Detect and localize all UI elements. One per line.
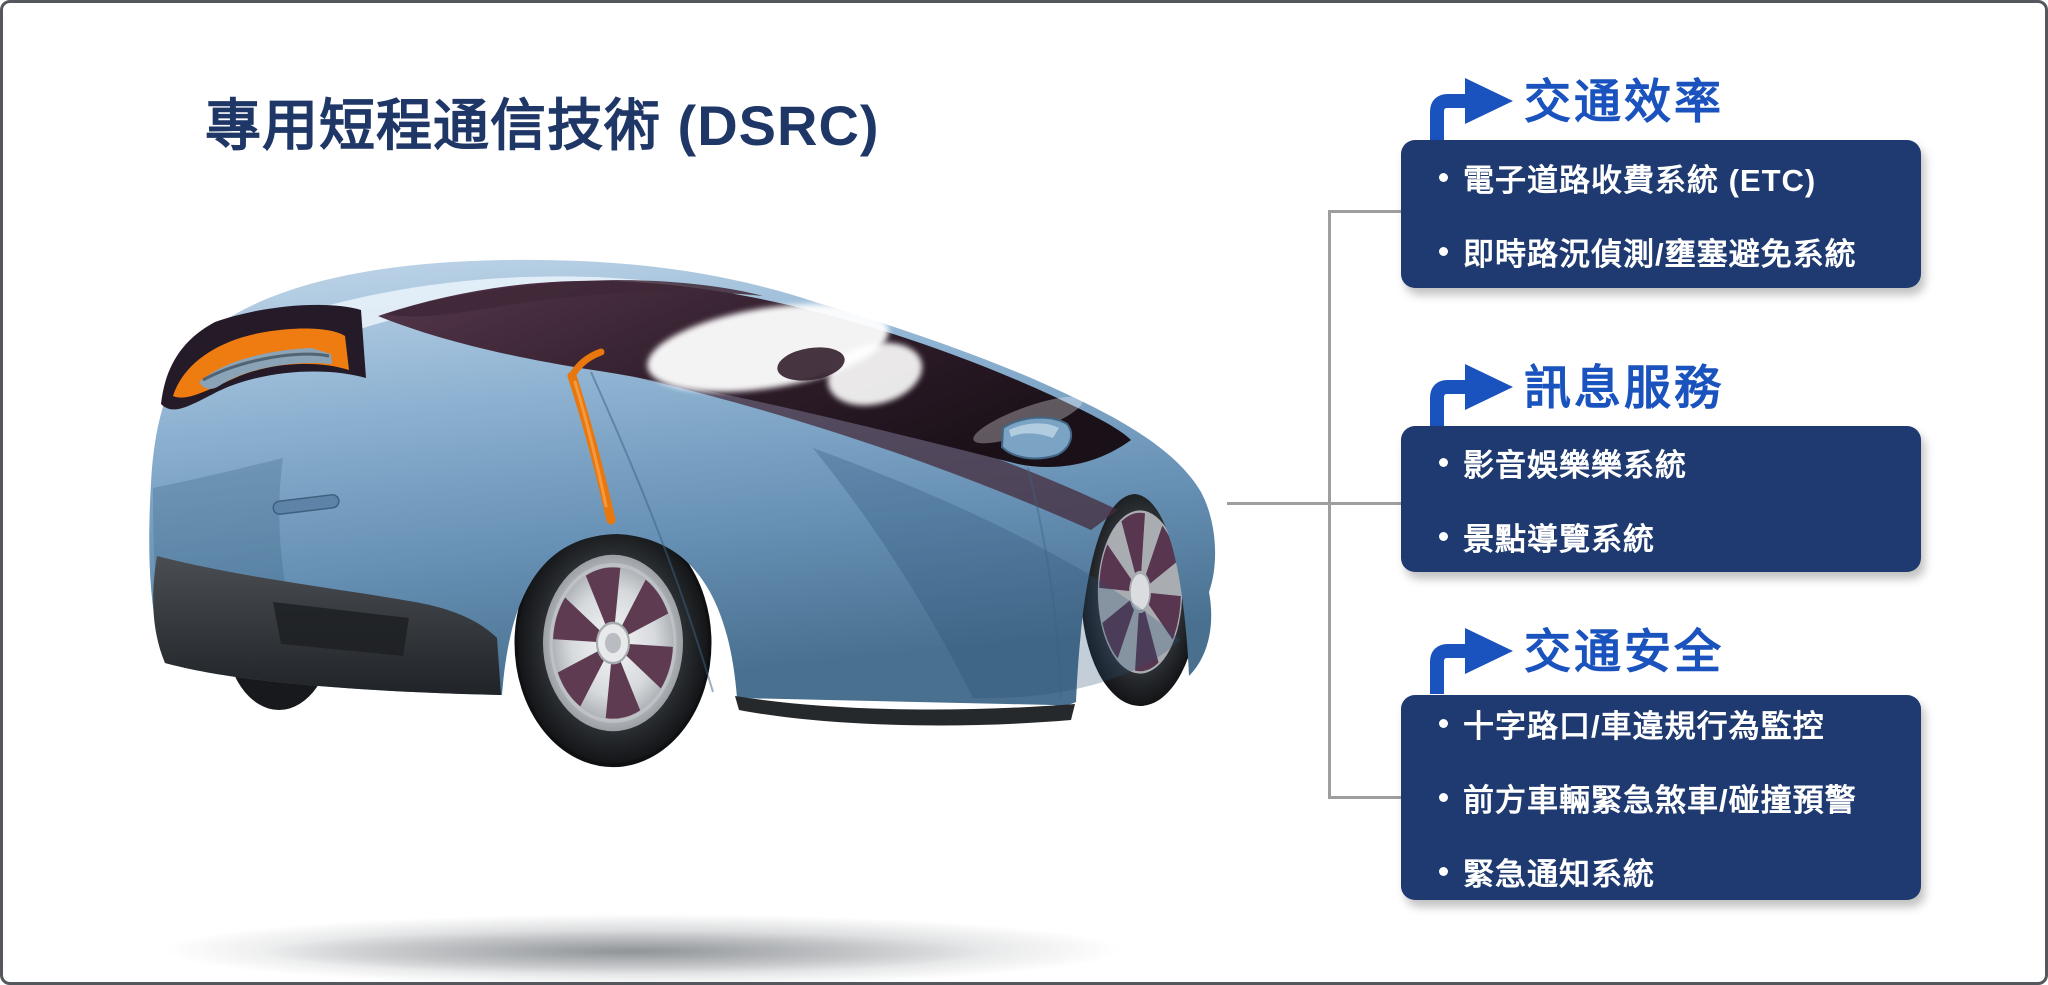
panel-traffic-efficiency: 電子道路收費系統 (ETC) 即時路況偵測/壅塞避免系統 bbox=[1401, 140, 1921, 288]
bent-arrow-icon bbox=[1430, 628, 1513, 694]
bent-arrow-icon bbox=[1430, 364, 1513, 430]
tail-light bbox=[161, 304, 366, 410]
page-title: 專用短程通信技術 (DSRC) bbox=[205, 94, 880, 157]
feature-item: 前方車輛緊急煞車/碰撞預警 bbox=[1439, 775, 1921, 820]
feature-item-label: 十字路口/車違規行為監控 bbox=[1463, 709, 1825, 744]
feature-item: 電子道路收費系統 (ETC) bbox=[1439, 155, 1921, 200]
panel-info-service: 影音娛樂樂系統 景點導覽系統 bbox=[1401, 426, 1921, 572]
feature-item: 緊急通知系統 bbox=[1439, 849, 1921, 894]
front-wheel bbox=[1081, 478, 1199, 706]
feature-item-label: 影音娛樂樂系統 bbox=[1463, 447, 1687, 483]
connector-line-top bbox=[1331, 210, 1401, 213]
bullet-dot-icon bbox=[1439, 246, 1448, 256]
feature-item-label: 電子道路收費系統 (ETC) bbox=[1463, 162, 1817, 198]
bullet-dot-icon bbox=[1439, 172, 1448, 182]
feature-item-label: 景點導覽系統 bbox=[1463, 521, 1655, 557]
bullet-dot-icon bbox=[1439, 867, 1448, 876]
panel-traffic-safety: 十字路口/車違規行為監控 前方車輛緊急煞車/碰撞預警 緊急通知系統 bbox=[1401, 695, 1921, 900]
bullet-dot-icon bbox=[1439, 719, 1448, 728]
car-image bbox=[149, 259, 1216, 982]
feature-item-label: 緊急通知系統 bbox=[1463, 857, 1655, 892]
connector-line-car bbox=[1227, 502, 1401, 505]
feature-item: 景點導覽系統 bbox=[1439, 514, 1921, 559]
connector-line-bottom bbox=[1331, 796, 1401, 799]
door-handle bbox=[272, 494, 340, 515]
feature-item: 影音娛樂樂系統 bbox=[1439, 440, 1921, 485]
side-mirror bbox=[1000, 416, 1073, 460]
bullet-dot-icon bbox=[1439, 531, 1448, 541]
bullet-dot-icon bbox=[1439, 457, 1448, 467]
orange-accent-stripe bbox=[567, 348, 616, 525]
feature-item-label: 前方車輛緊急煞車/碰撞預警 bbox=[1463, 783, 1857, 818]
connector-line-spine bbox=[1328, 210, 1331, 799]
bullet-dot-icon bbox=[1439, 793, 1448, 802]
rear-wheel bbox=[514, 518, 712, 768]
bent-arrow-icon bbox=[1430, 78, 1513, 144]
feature-item: 十字路口/車違規行為監控 bbox=[1439, 701, 1921, 746]
feature-item: 即時路況偵測/壅塞避免系統 bbox=[1439, 229, 1921, 274]
group-title-info-service: 訊息服務 bbox=[1524, 361, 1724, 414]
group-title-traffic-safety: 交通安全 bbox=[1524, 625, 1724, 678]
feature-item-label: 即時路況偵測/壅塞避免系統 bbox=[1463, 236, 1857, 272]
group-title-traffic-efficiency: 交通效率 bbox=[1524, 75, 1724, 128]
